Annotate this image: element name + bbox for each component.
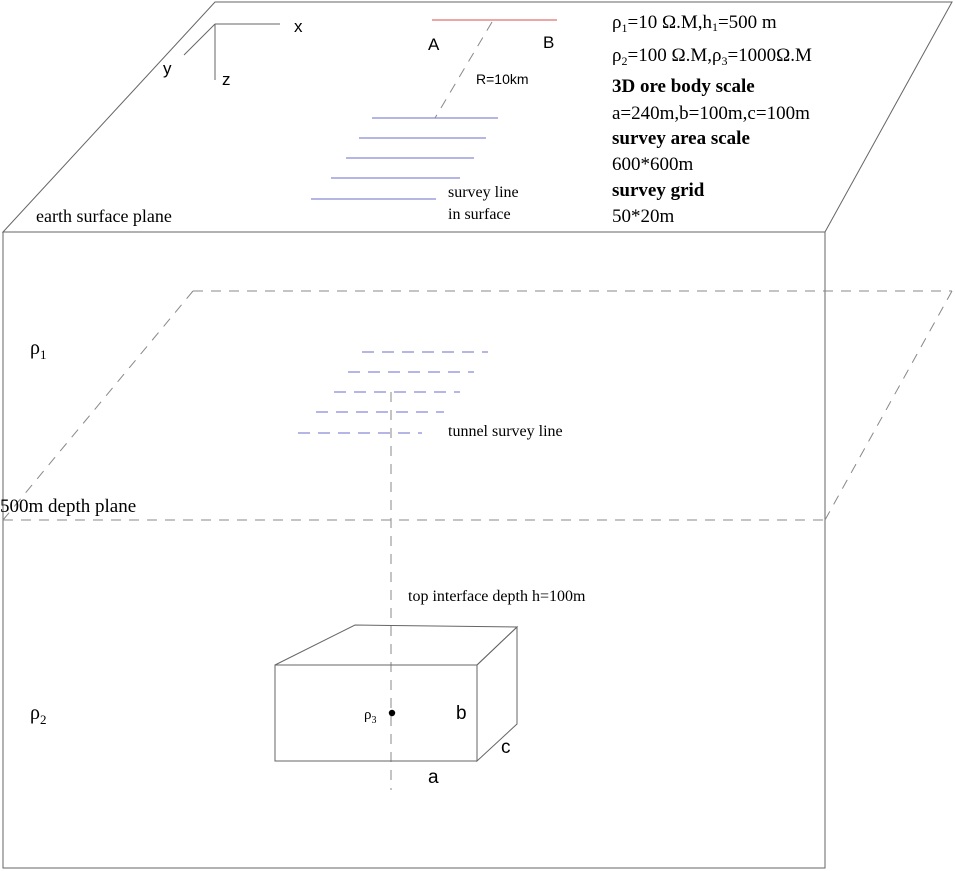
survey-line-label: survey line [448,184,519,201]
param-line-2: ρ2=100 Ω.M,ρ3=1000Ω.M [612,45,812,68]
ore-center-point [388,709,396,717]
edge-c-label: c [501,737,511,758]
ore-body [274,624,519,763]
rho2-label: ρ2 [30,702,46,727]
param-line-1: ρ1=10 Ω.M,h1=500 m [612,12,777,35]
earth-surface-label: earth surface plane [36,206,172,226]
tunnel-survey-label: tunnel survey line [448,423,563,440]
electrode-b-label: B [543,33,554,52]
coordinate-axes: x y z [163,17,303,89]
survey-line-label-2: in surface [448,206,511,223]
depth-plane-label: 500m depth plane [0,496,136,517]
surface-survey-lines [311,117,498,200]
edge-b-label: b [456,703,467,724]
y-axis-label: y [163,59,172,78]
ore-scale-heading: 3D ore body scale [612,76,755,97]
z-axis-label: z [222,70,231,89]
electrode-a-label: A [428,35,440,54]
tunnel-survey-lines [298,351,488,434]
underground-block [2,231,826,869]
survey-grid-value: 50*20m [612,206,675,227]
rho3-label: ρ3 [364,707,377,726]
parameter-block: ρ1=10 Ω.M,h1=500 m ρ2=100 Ω.M,ρ3=1000Ω.M… [612,12,812,227]
depth-plane-500m [2,290,953,521]
radius-line [434,21,493,119]
radius-label: R=10km [476,71,529,87]
rho1-label: ρ1 [30,337,46,362]
survey-area-value: 600*600m [612,154,694,175]
edge-a-label: a [428,767,439,788]
survey-area-heading: survey area scale [612,128,750,149]
survey-grid-heading: survey grid [612,180,705,201]
top-depth-label: top interface depth h=100m [408,588,586,605]
ore-scale-value: a=240m,b=100m,c=100m [612,103,810,124]
x-axis-label: x [294,17,303,36]
